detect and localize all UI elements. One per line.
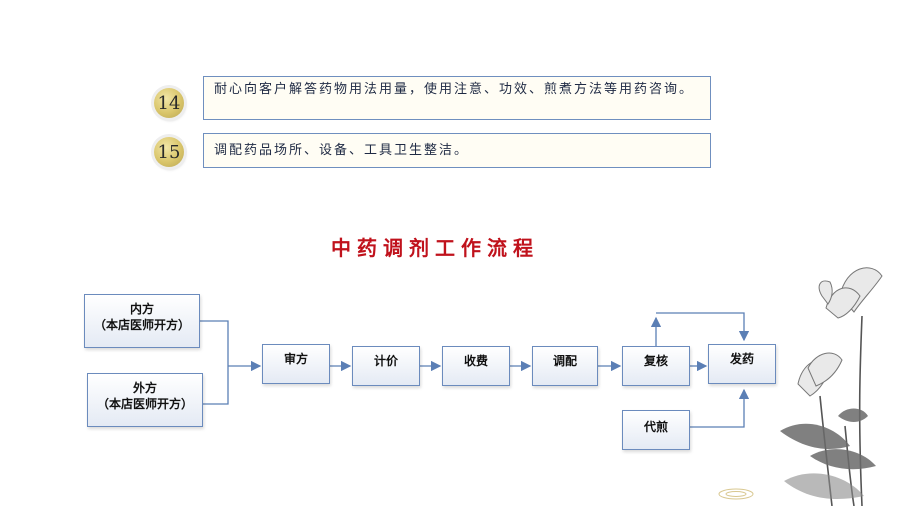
note-box: 调配药品场所、设备、工具卫生整洁。 [203, 133, 711, 168]
step-pricing-box: 计价 [352, 346, 420, 386]
step-dispensing-label: 调配 [552, 354, 577, 368]
step-payment-label: 收费 [463, 354, 488, 368]
step-decoct-box: 代煎 [622, 410, 690, 450]
inner-prescription-sub: （本店医师开方） [93, 318, 190, 332]
step-decoct-label: 代煎 [643, 420, 668, 434]
item-number-badge: 15 [154, 137, 184, 167]
step-check-label: 复核 [643, 354, 668, 368]
note-text: 调配药品场所、设备、工具卫生整洁。 [214, 143, 470, 158]
item-number-badge: 14 [154, 88, 184, 118]
arrow-decoct-to-issue [690, 388, 750, 428]
note-box: 耐心向客户解答药物用法用量，使用注意、功效、煎煮方法等用药咨询。 [203, 76, 711, 120]
step-check-box: 复核 [622, 346, 690, 386]
outer-prescription-label: 外方 [132, 381, 157, 395]
flow-title: 中药调剂工作流程 [331, 236, 539, 260]
step-pricing-label: 计价 [373, 354, 398, 368]
seal-decoration [718, 488, 754, 500]
step-dispensing-box: 调配 [532, 346, 598, 386]
step-payment-box: 收费 [442, 346, 510, 386]
outer-prescription-box: 外方 （本店医师开方） [87, 373, 203, 427]
step-review-label: 审方 [283, 352, 308, 366]
step-issue-label: 发药 [729, 352, 754, 366]
step-issue-box: 发药 [708, 344, 776, 384]
outer-prescription-sub: （本店医师开方） [96, 397, 193, 411]
note-text: 耐心向客户解答药物用法用量，使用注意、功效、煎煮方法等用药咨询。 [214, 82, 695, 97]
arrow-loop-to-issue [656, 312, 750, 342]
inner-prescription-label: 内方 [129, 302, 154, 316]
merge-line [200, 320, 229, 405]
inner-prescription-box: 内方 （本店医师开方） [84, 294, 200, 348]
lotus-decoration [780, 267, 883, 506]
step-review-box: 审方 [262, 344, 330, 384]
